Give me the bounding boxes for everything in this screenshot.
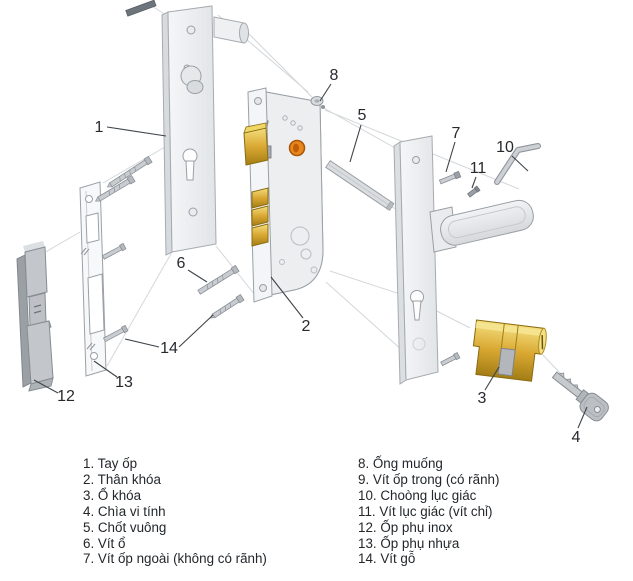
legend-item-1: 1. Tay ốp bbox=[83, 456, 138, 471]
legend-column-right: 8. Ống muống 9. Vít ốp trong (có rãnh) 1… bbox=[358, 456, 499, 567]
mounting-tube bbox=[310, 96, 325, 109]
hex-set-screw bbox=[467, 185, 481, 198]
legend-item-10: 10. Choòng lục giác bbox=[358, 487, 477, 503]
orange-knob bbox=[288, 139, 306, 157]
lock-body bbox=[243, 87, 325, 303]
legend-item-9: 9. Vít ốp trong (có rãnh) bbox=[358, 471, 500, 487]
callout-3: 3 bbox=[478, 390, 487, 407]
small-screw bbox=[101, 242, 127, 260]
hex-key bbox=[494, 143, 541, 185]
callout-5: 5 bbox=[358, 107, 367, 124]
lock-screw bbox=[197, 264, 240, 295]
legend-item-13: 13. Ốp phụ nhựa bbox=[358, 535, 460, 551]
cylinder-cam bbox=[497, 347, 516, 377]
legend-item-2: 2. Thân khóa bbox=[83, 471, 161, 487]
wood-screw bbox=[209, 293, 245, 319]
key bbox=[551, 371, 609, 422]
callout-10: 10 bbox=[496, 139, 514, 156]
callout-numbers: 1 2 3 4 5 6 7 8 10 11 12 13 14 bbox=[57, 67, 580, 446]
leader-lines bbox=[33, 83, 588, 429]
legend-column-left: 1. Tay ốp 2. Thân khóa 3. Ổ khóa 4. Chìa… bbox=[83, 456, 267, 567]
legend-item-11: 11. Vít lục giác (vít chỉ) bbox=[358, 503, 493, 519]
callout-14: 14 bbox=[160, 340, 178, 357]
legend-item-8: 8. Ống muống bbox=[358, 456, 443, 471]
callout-2: 2 bbox=[302, 318, 311, 335]
callout-7: 7 bbox=[452, 125, 461, 142]
inner-plate-screw bbox=[440, 351, 461, 367]
inox-cover bbox=[16, 241, 54, 392]
legend-item-3: 3. Ổ khóa bbox=[83, 487, 142, 503]
callout-8: 8 bbox=[330, 67, 339, 84]
callout-11: 11 bbox=[470, 160, 487, 177]
screw-inner-top bbox=[125, 0, 157, 17]
strike-plate-plastic bbox=[79, 181, 107, 377]
callout-6: 6 bbox=[177, 255, 186, 272]
diagram-canvas: 1 2 3 4 5 6 7 8 10 11 12 13 14 bbox=[16, 0, 609, 446]
wood-screw bbox=[94, 174, 136, 202]
small-screw bbox=[102, 324, 129, 343]
outer-plate bbox=[393, 135, 439, 385]
parts-legend: 1. Tay ốp 2. Thân khóa 3. Ổ khóa 4. Chìa… bbox=[0, 452, 633, 581]
legend-item-7: 7. Vít ốp ngoài (không có rãnh) bbox=[83, 551, 267, 567]
legend-item-4: 4. Chìa vi tính bbox=[83, 503, 166, 519]
deadbolt bbox=[251, 187, 269, 247]
callout-12: 12 bbox=[57, 388, 75, 405]
inner-handle-stub bbox=[213, 16, 249, 44]
outer-keyhole bbox=[410, 290, 424, 321]
latch-bolt bbox=[243, 122, 269, 166]
callout-13: 13 bbox=[115, 374, 133, 391]
legend-item-12: 12. Ốp phụ inox bbox=[358, 519, 453, 535]
square-spindle bbox=[325, 159, 395, 211]
legend-item-6: 6. Vít ổ bbox=[83, 535, 126, 551]
inner-keyhole bbox=[182, 148, 198, 181]
outer-plate-screw bbox=[438, 170, 462, 185]
callout-4: 4 bbox=[572, 429, 581, 446]
thumbturn-knob bbox=[180, 64, 204, 94]
lock-cylinder bbox=[472, 319, 547, 382]
door-handle-lever bbox=[429, 199, 534, 253]
inner-plate bbox=[161, 5, 249, 256]
legend-item-14: 14. Vít gỗ bbox=[358, 551, 416, 567]
legend-item-5: 5. Chốt vuông bbox=[83, 519, 167, 535]
wood-screw bbox=[106, 155, 153, 188]
callout-1: 1 bbox=[95, 119, 104, 136]
